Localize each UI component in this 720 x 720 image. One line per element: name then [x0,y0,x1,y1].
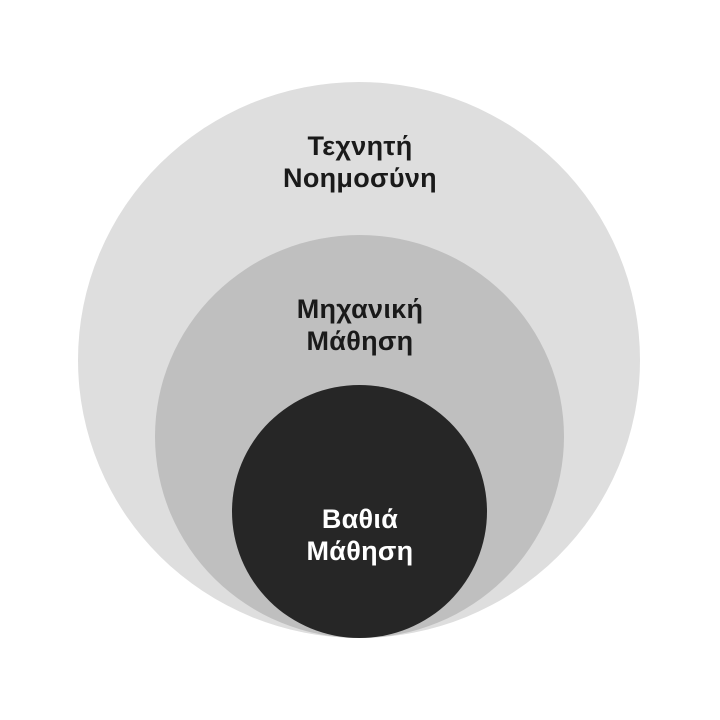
label-deep-learning: Βαθιά Μάθηση [0,503,720,567]
label-machine-learning-line1: Μηχανική [296,294,424,324]
label-deep-learning-line1: Βαθιά [321,504,399,534]
label-artificial-intelligence: Τεχνητή Νοημοσύνη [0,130,720,194]
label-deep-learning-line2: Μάθηση [306,536,414,566]
circle-deep-learning [232,385,487,638]
label-artificial-intelligence-line2: Νοημοσύνη [283,163,437,193]
label-machine-learning-line2: Μάθηση [306,326,414,356]
label-machine-learning: Μηχανική Μάθηση [0,293,720,357]
label-artificial-intelligence-line1: Τεχνητή [307,131,413,161]
